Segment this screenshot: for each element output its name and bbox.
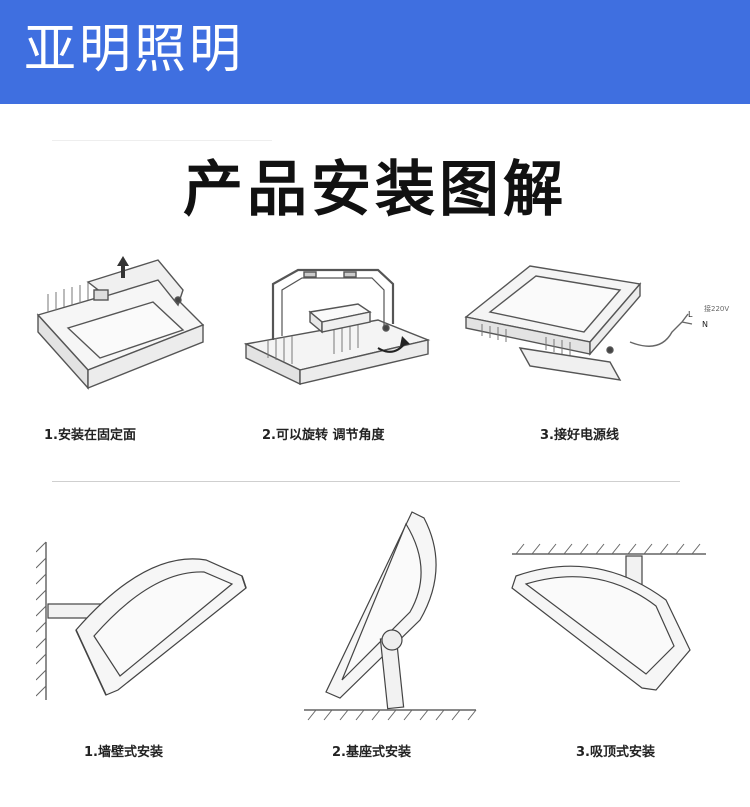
step2-illustration <box>238 262 438 392</box>
wire-voltage-note: 接220V <box>704 305 730 313</box>
header-banner: 亚明照明 <box>0 0 750 104</box>
step3-illustration <box>460 262 720 392</box>
wall-mount-illustration <box>36 540 256 710</box>
ceiling-mount-illustration <box>506 540 716 700</box>
wire-L-label: L <box>688 310 693 319</box>
faint-rule <box>52 140 272 141</box>
step3-caption: 3.接好电源线 <box>540 428 619 443</box>
step1-caption: 1.安装在固定面 <box>44 428 136 443</box>
mount3-caption: 3.吸顶式安装 <box>576 745 655 760</box>
brand-name: 亚明照明 <box>24 20 245 80</box>
mount2-caption: 2.基座式安装 <box>332 745 411 760</box>
base-mount-illustration <box>300 508 480 726</box>
step1-illustration <box>28 250 228 410</box>
page-title: 产品安装图解 <box>183 155 567 225</box>
wire-N-label: N <box>702 320 708 329</box>
section-divider <box>52 481 680 482</box>
mount1-caption: 1.墙壁式安装 <box>84 745 163 760</box>
step2-caption: 2.可以旋转 调节角度 <box>262 428 385 443</box>
